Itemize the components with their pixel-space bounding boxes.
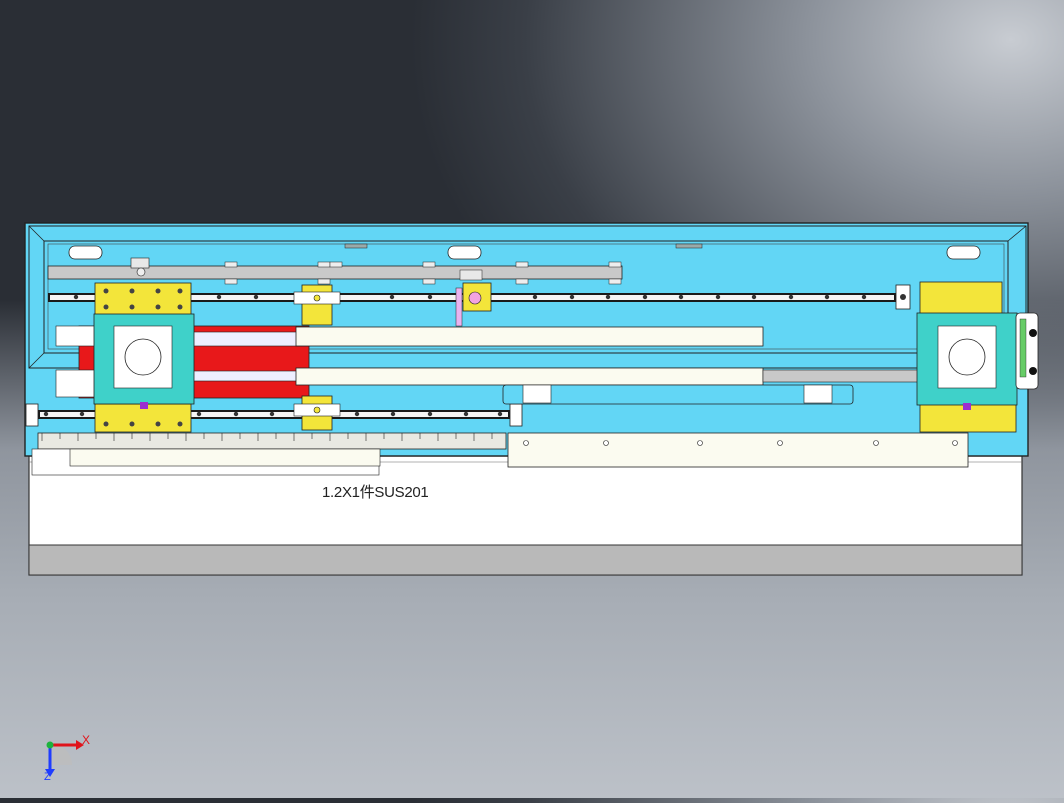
coordinate-triad-icon [40, 735, 90, 785]
middle-slider [293, 284, 341, 431]
cover-plate [507, 432, 969, 468]
lower-linear-rail [25, 403, 523, 427]
triad-z-label: Z [44, 771, 51, 783]
scale-ruler [31, 432, 507, 476]
right-carriage [916, 281, 1039, 433]
sensor-slider [455, 269, 492, 327]
cross-slide-bar [295, 326, 919, 405]
left-carriage [93, 282, 195, 433]
triad-x-label: X [82, 733, 91, 747]
part-annotation: 1.2X1件SUS201 [322, 484, 429, 501]
